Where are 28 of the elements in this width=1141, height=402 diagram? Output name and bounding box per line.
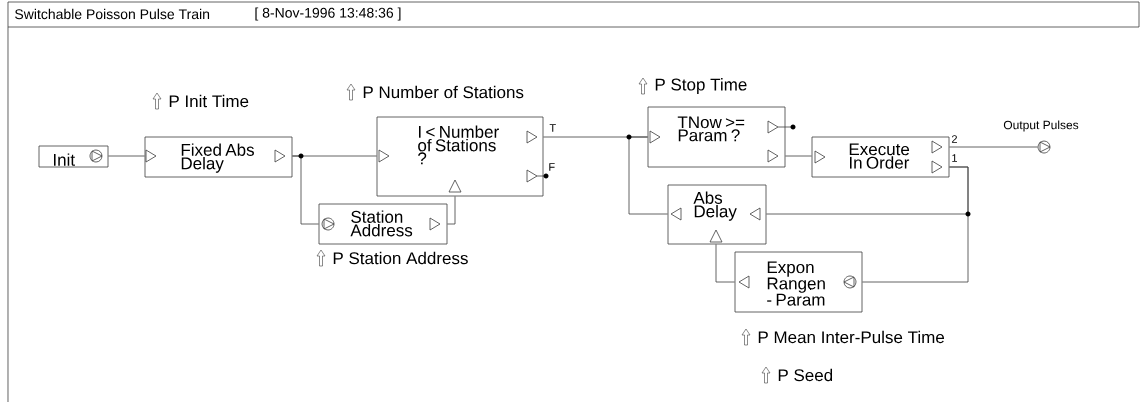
function-block: Abs Delay	[667, 184, 767, 245]
connector-line	[628, 136, 668, 215]
parameter-label: P Mean Inter-Pulse Time	[758, 330, 945, 344]
port-label: Output Pulses	[1003, 120, 1079, 132]
connector-line	[785, 155, 812, 157]
title-bar: Switchable Poisson Pulse Train [ 8-Nov-1996 13:48:36 ]	[7, 1, 1140, 28]
port-label: 2	[951, 135, 957, 143]
connector-line	[862, 166, 969, 283]
function-block: Expon Rangen - Param	[734, 251, 863, 313]
connector-line	[715, 244, 735, 283]
parameter-label: P Number of Stations	[363, 85, 524, 99]
label: [ 8-Nov-1996 13:48:36 ]	[255, 7, 401, 21]
port-label: T	[549, 124, 556, 132]
function-block: Execute In Order	[811, 136, 950, 178]
function-block: Station Address	[318, 203, 448, 245]
connector-line	[108, 155, 145, 157]
parameter-label: P Seed	[778, 368, 833, 382]
output-port-symbol	[1037, 140, 1051, 154]
function-block: TNow >= Param ?	[647, 106, 796, 168]
connector-line	[949, 146, 1038, 148]
port-label: 1	[952, 154, 957, 162]
function-block: Init	[38, 145, 109, 168]
function-block: Fixed Abs Delay	[144, 136, 293, 178]
connector-line	[292, 155, 319, 225]
function-block: I < Number of Stations ?	[376, 116, 549, 197]
connector-line	[447, 196, 456, 225]
parameter-label: P Init Time	[169, 94, 249, 108]
diagram-title: Switchable Poisson Pulse Train	[15, 8, 210, 20]
